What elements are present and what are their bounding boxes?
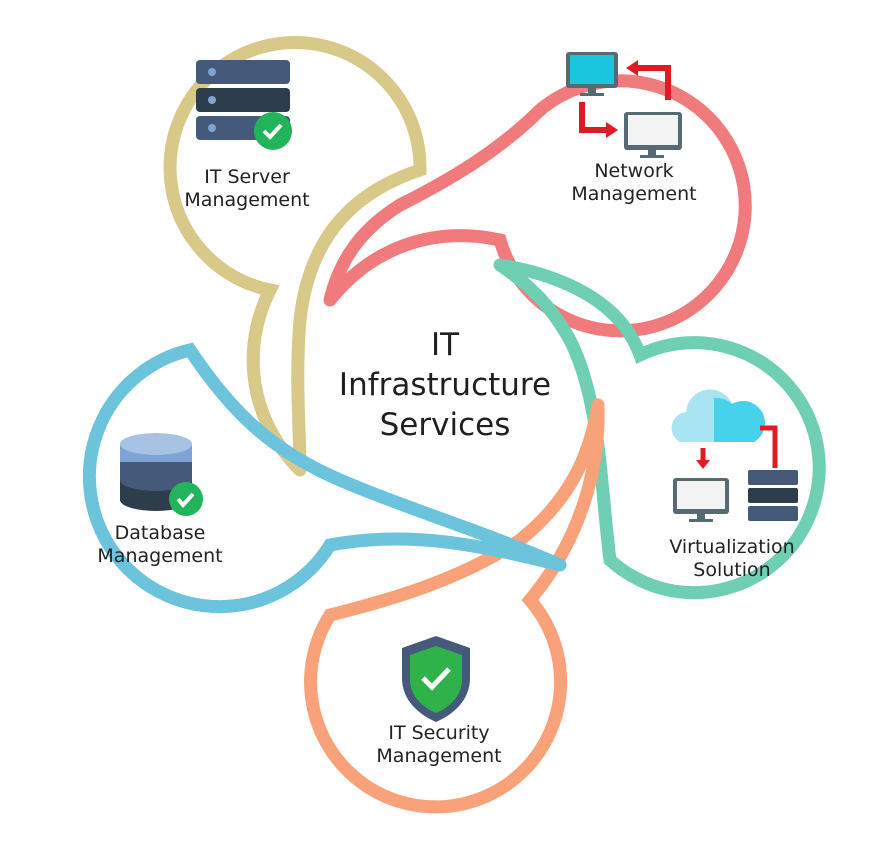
title-line: IT <box>430 327 460 363</box>
bubble-database <box>83 342 567 614</box>
label-line: Network <box>594 160 674 182</box>
shield-check-icon <box>402 636 470 722</box>
label-line: Solution <box>693 559 771 581</box>
database-icon <box>120 433 203 516</box>
bubble-network <box>323 74 752 338</box>
title-line: Services <box>379 407 511 443</box>
server-icon <box>196 60 292 150</box>
diagram-title: IT Infrastructure Services <box>300 325 590 445</box>
label-line: Management <box>184 189 310 211</box>
bubble-security <box>304 398 605 814</box>
label-line: Management <box>571 183 697 205</box>
label-line: Virtualization <box>669 536 795 558</box>
bubble-server <box>163 36 427 477</box>
label-line: IT Security <box>388 722 490 744</box>
label-line: Database <box>114 522 206 544</box>
network-icon <box>566 52 682 158</box>
bubble-virtualization <box>493 258 826 600</box>
label-line: Management <box>376 745 502 767</box>
cloud-server-icon <box>671 389 798 522</box>
label-line: Management <box>97 545 223 567</box>
title-line: Infrastructure <box>338 367 552 403</box>
label-line: IT Server <box>204 166 290 188</box>
